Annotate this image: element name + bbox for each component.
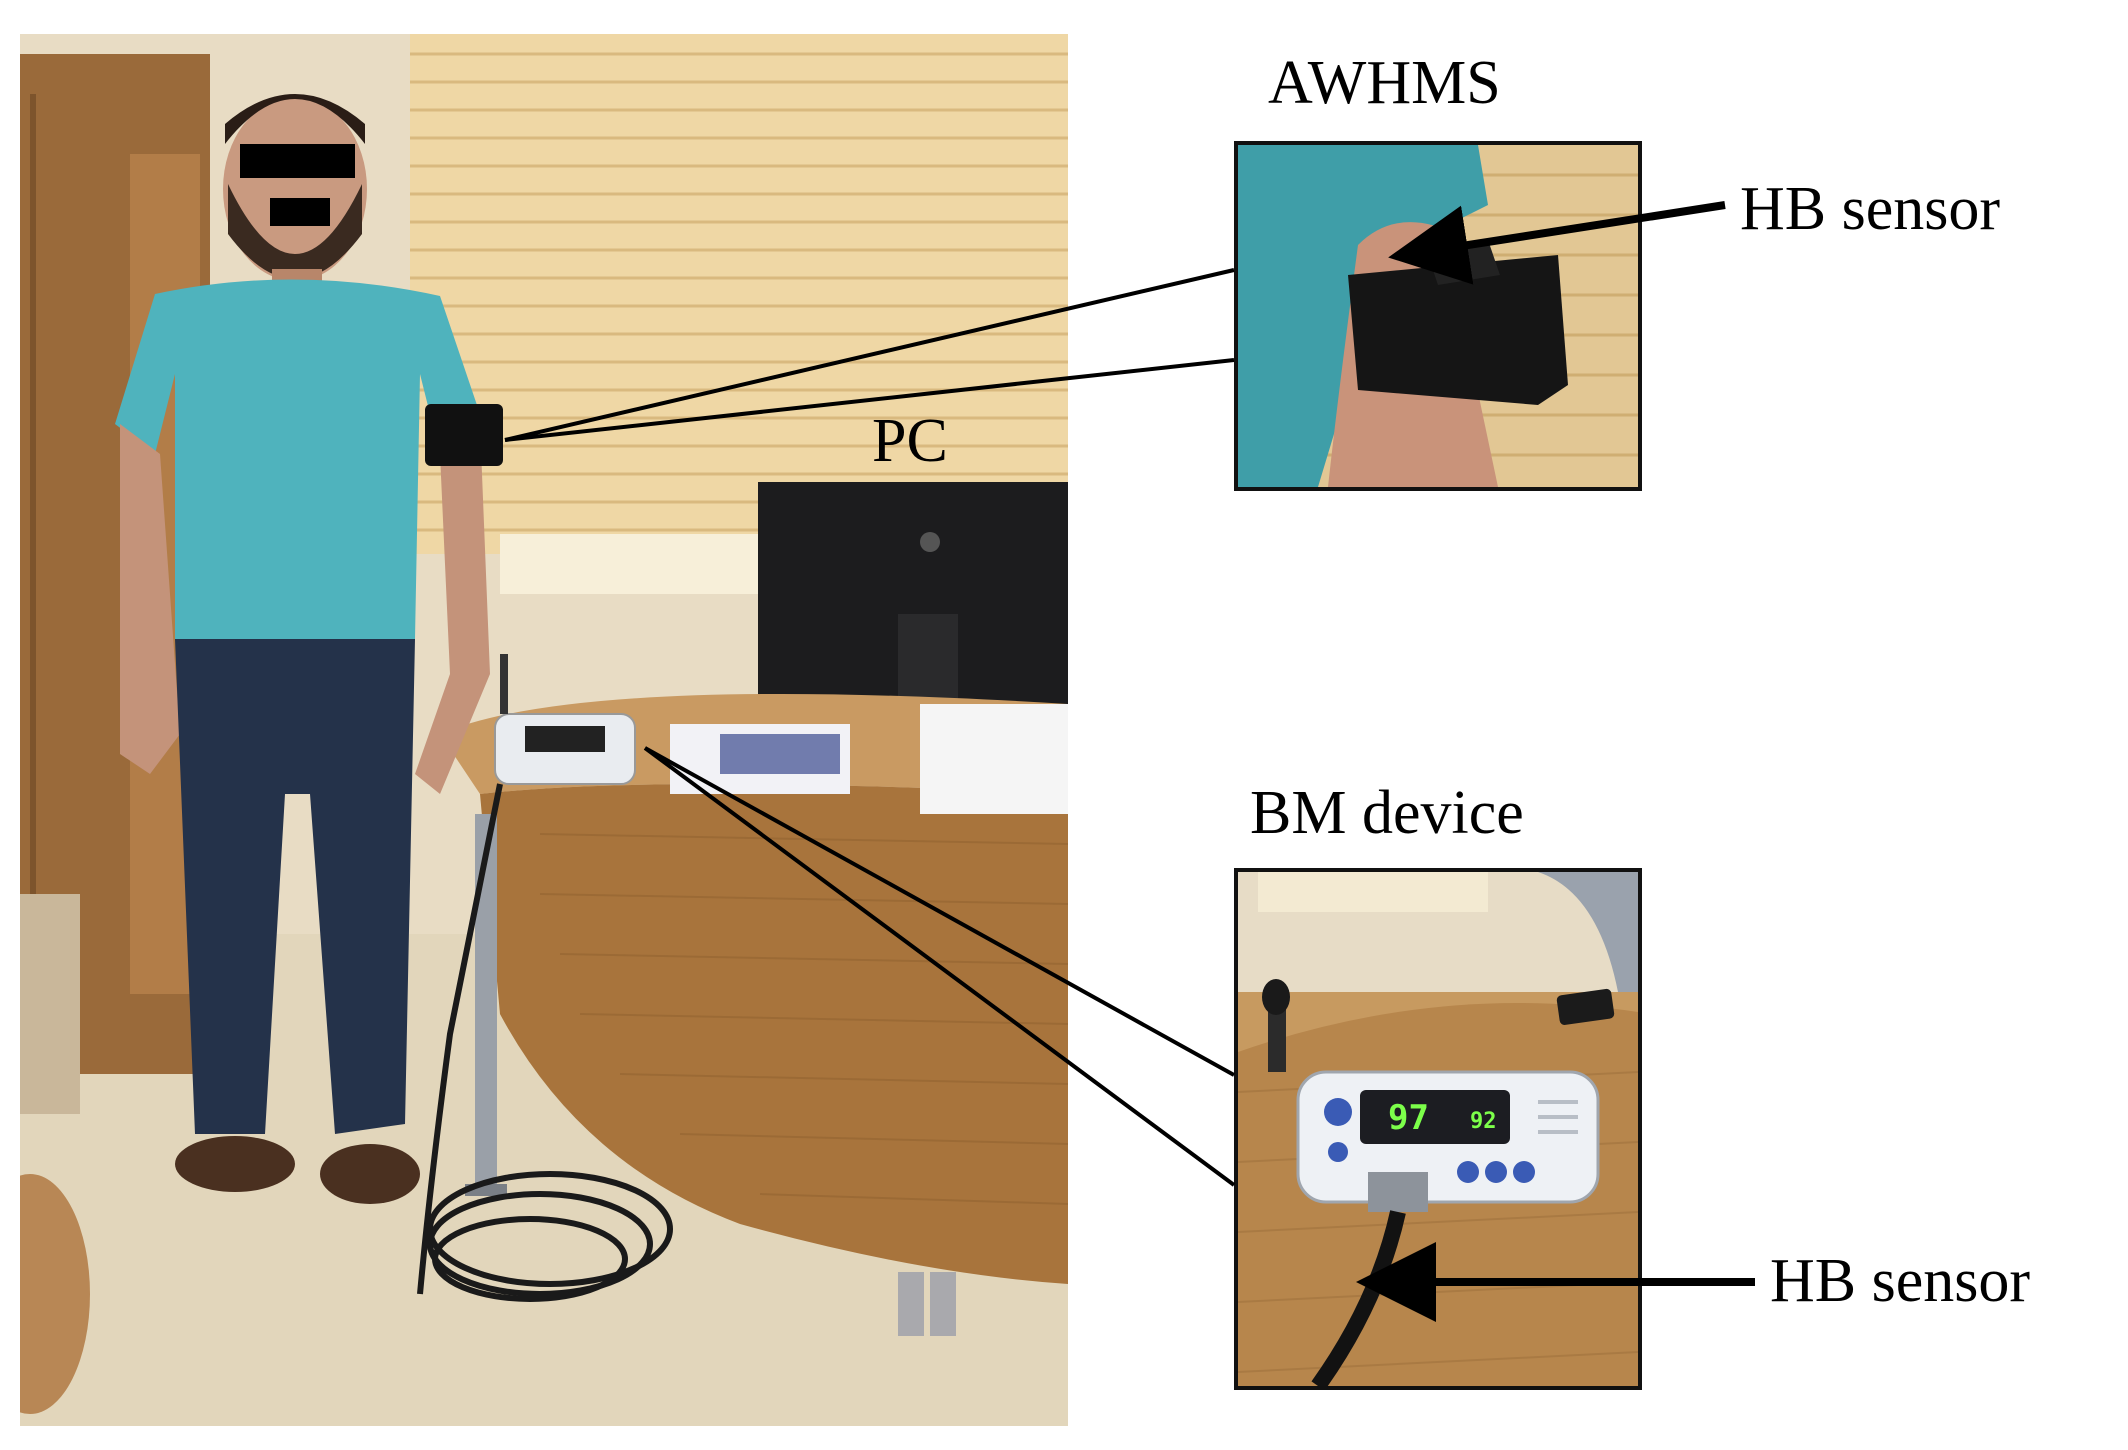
mouth-censor-bar bbox=[270, 198, 330, 226]
side-table bbox=[20, 1174, 90, 1414]
callout-line-device-top bbox=[644, 746, 1235, 1077]
person bbox=[115, 94, 503, 1204]
armband bbox=[1348, 255, 1568, 405]
bm-device-inset-photo: 97 92 bbox=[1234, 868, 1642, 1390]
eye-censor-bar bbox=[240, 144, 355, 178]
phone bbox=[1556, 988, 1615, 1025]
bin bbox=[898, 1272, 924, 1336]
callout-line-armband-bottom bbox=[504, 358, 1235, 442]
bm-device-label: BM device bbox=[1250, 779, 1524, 847]
callout-line-device-bottom bbox=[643, 746, 1236, 1187]
hb-sensor-label-bottom: HB sensor bbox=[1770, 1247, 2031, 1315]
bm-device-main bbox=[494, 654, 636, 785]
bm-device-closeup: 97 92 bbox=[1238, 872, 1638, 1386]
desk-calendar bbox=[920, 704, 1068, 814]
chair bbox=[1538, 872, 1638, 992]
hb-sensor-label-top: HB sensor bbox=[1740, 175, 2001, 243]
bin bbox=[930, 1272, 956, 1336]
spo2-readout: 97 bbox=[1388, 1098, 1429, 1138]
hb-sensor-arrow-top bbox=[1388, 201, 1726, 285]
awhms-armband-main bbox=[425, 404, 503, 466]
armband-closeup bbox=[1238, 145, 1638, 487]
pc-label: PC bbox=[872, 407, 948, 475]
sensor-cable bbox=[417, 783, 673, 1302]
room-scene bbox=[20, 34, 1068, 1426]
callout-line-armband-top bbox=[504, 268, 1235, 442]
awhms-label: AWHMS bbox=[1268, 49, 1501, 117]
pulse-readout: 92 bbox=[1470, 1109, 1497, 1134]
display bbox=[1360, 1090, 1510, 1144]
main-photo bbox=[20, 34, 1068, 1426]
monitor bbox=[758, 482, 1068, 734]
awhms-inset-photo bbox=[1234, 141, 1642, 491]
armchair bbox=[20, 894, 80, 1114]
